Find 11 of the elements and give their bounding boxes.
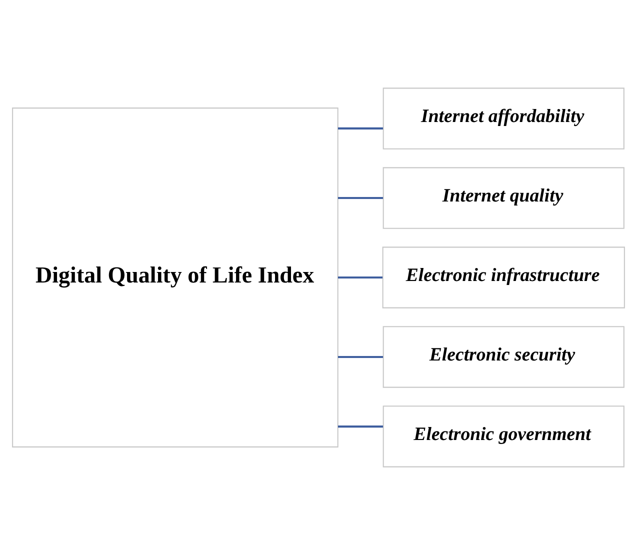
node-box: Internet affordability: [382, 88, 624, 150]
node-box: Electronic government: [382, 406, 624, 468]
connector: [338, 196, 383, 200]
connector: [338, 426, 383, 428]
node-box: Digital Quality of Life Index: [12, 108, 338, 448]
node-box: Electronic infrastructure: [382, 246, 625, 308]
connector: [338, 276, 383, 279]
connector: [338, 356, 383, 358]
node-box: Electronic security: [382, 326, 624, 388]
connector: [338, 127, 383, 130]
node-box: Internet quality: [382, 167, 624, 229]
